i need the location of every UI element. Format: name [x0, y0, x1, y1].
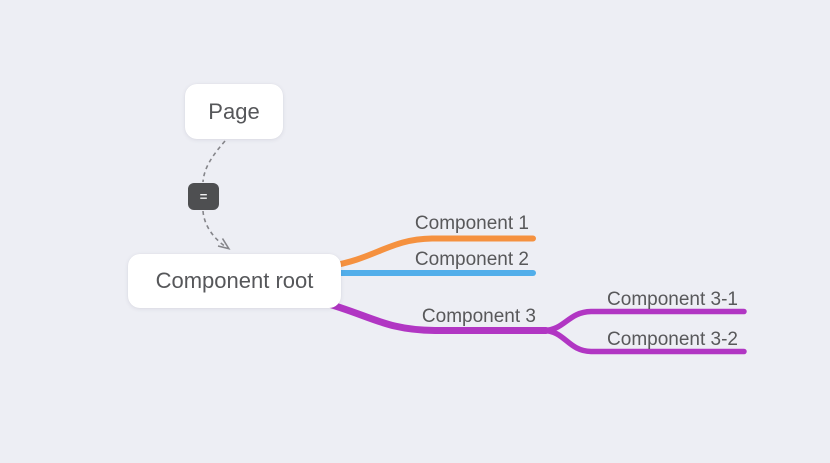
branch-label-component1[interactable]: Component 1 — [414, 213, 529, 234]
branch-line-component1[interactable] — [327, 235, 536, 269]
dashed-parent-connector — [202, 140, 227, 248]
node-component-root[interactable]: Component root — [128, 254, 341, 308]
branch-line-component3[interactable] — [318, 298, 550, 334]
branch-label-component3[interactable]: Component 3 — [421, 306, 536, 327]
arrowhead-icon — [217, 238, 231, 250]
equals-icon: = — [199, 189, 208, 204]
node-page-label: Page — [208, 98, 260, 124]
branch-label-component3-2[interactable]: Component 3-2 — [607, 329, 738, 350]
relation-badge[interactable]: = — [188, 183, 219, 210]
branch-label-component2[interactable]: Component 2 — [414, 249, 529, 270]
branch-label-component3-1[interactable]: Component 3-1 — [607, 289, 738, 310]
node-component-root-label: Component root — [155, 268, 314, 293]
branch-line-component3-2[interactable] — [541, 327, 747, 355]
branch-line-component3-1[interactable] — [541, 308, 747, 334]
node-page[interactable]: Page — [185, 84, 283, 139]
dashed-connector-upper — [202, 140, 226, 183]
dashed-connector-lower — [202, 210, 227, 248]
